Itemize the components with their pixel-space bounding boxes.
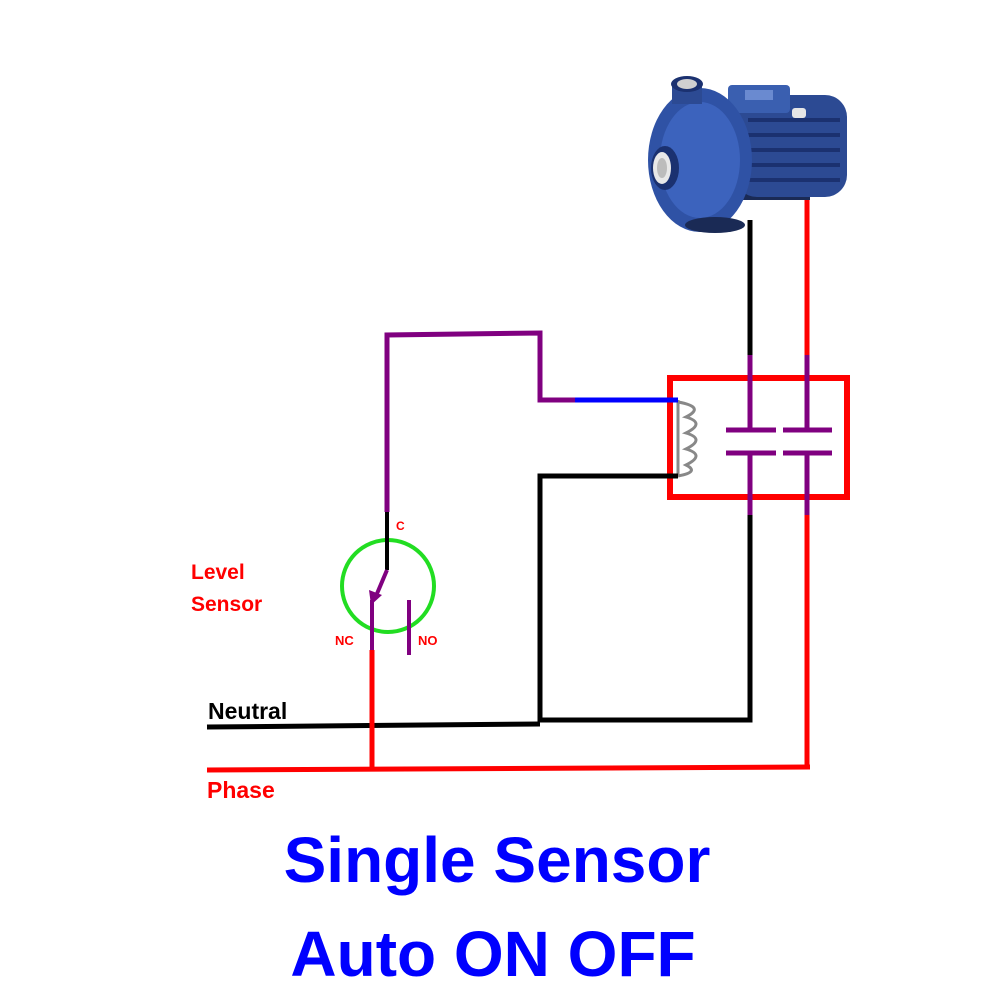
title-line2: Auto ON OFF [290,918,695,990]
level-sensor-icon [340,512,436,655]
contactor-box [667,375,850,500]
level-sensor-label-line2: Sensor [191,593,262,616]
phase-label: Phase [207,777,275,803]
sensor-nc-label: NC [335,633,354,648]
sensor-no-label: NO [418,633,438,648]
phase-line [206,764,811,773]
coil-neutral-wire [537,473,678,722]
title-line1: Single Sensor [284,824,711,896]
contactor-neutral-return [540,515,753,723]
contactor-contacts [726,355,832,515]
sensor-common-wire [384,330,575,512]
level-sensor-label-line1: Level [191,561,245,584]
water-pump-icon [648,76,847,233]
neutral-label: Neutral [208,698,287,724]
relay-coil-icon [676,400,698,478]
sensor-common-label: C [396,519,405,533]
